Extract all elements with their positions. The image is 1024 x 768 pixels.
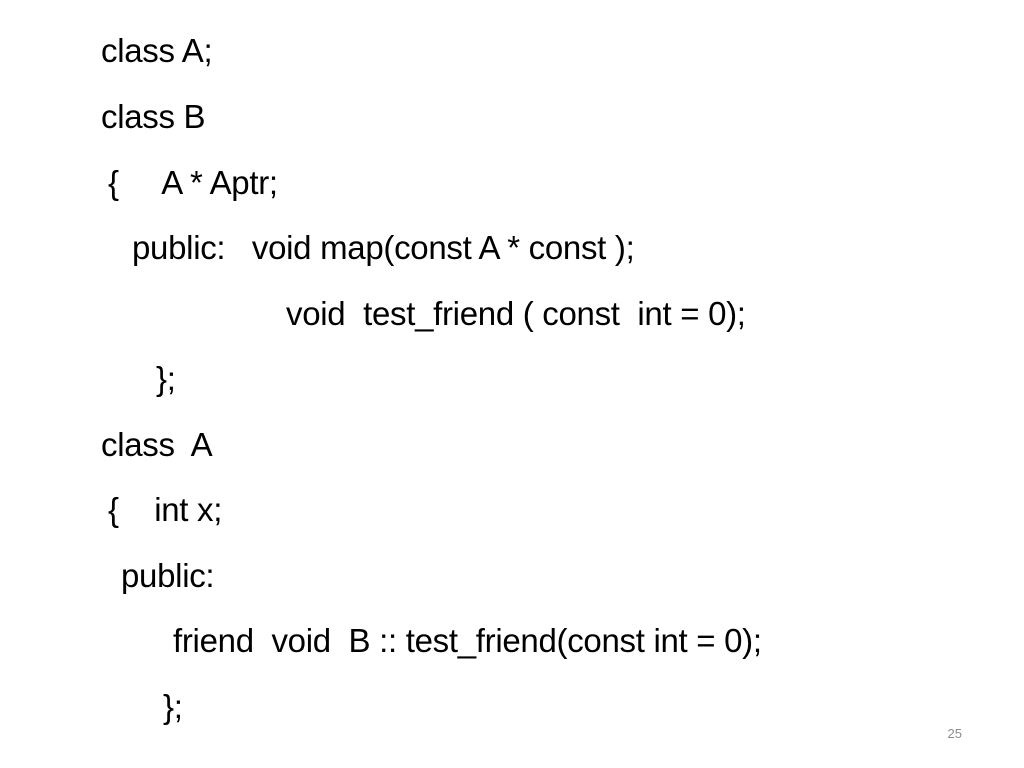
page-number: 25 [947,726,962,741]
code-line-10: friend void B :: test_friend(const int =… [173,622,762,659]
code-line-1: class A; [101,32,213,69]
code-line-11: }; [163,688,183,725]
code-line-4: public: void map(const A * const ); [132,229,635,266]
code-line-3: { A * Aptr; [108,164,278,201]
code-line-5: void test_friend ( const int = 0); [286,295,746,332]
code-line-7: class A [101,426,213,463]
code-line-2: class B [101,98,206,135]
code-line-6: }; [156,360,176,397]
code-line-9: public: [121,557,215,594]
code-line-8: { int x; [108,491,223,528]
